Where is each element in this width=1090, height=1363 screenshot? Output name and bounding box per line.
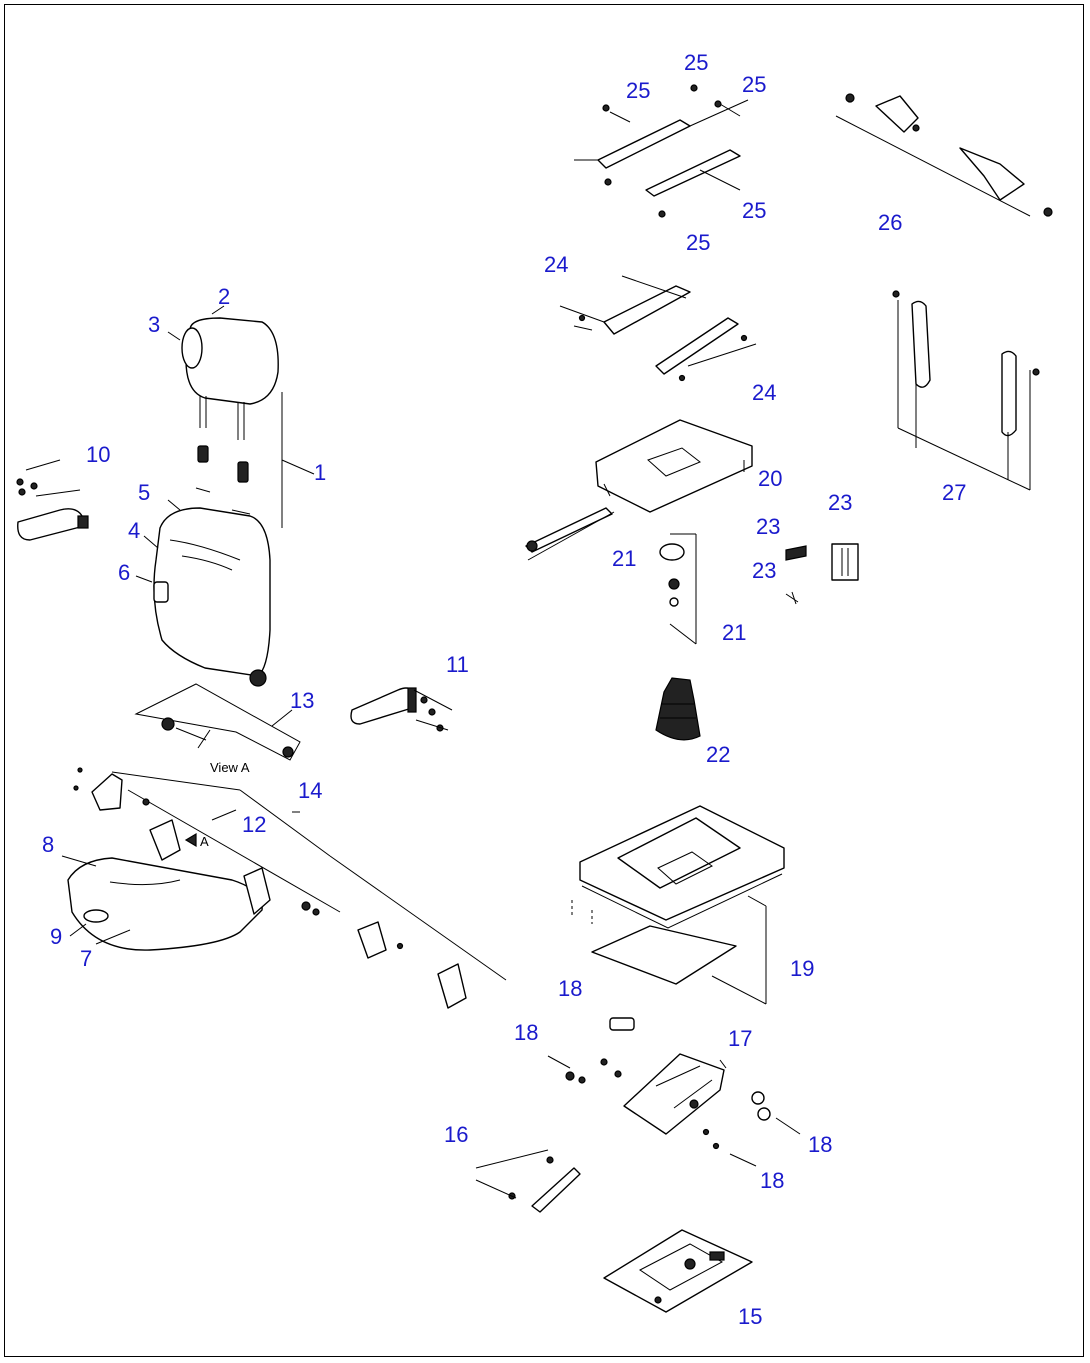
view-a-label: View A [210,760,250,775]
callout-16: 16 [444,1122,468,1147]
headrest [181,317,279,483]
bracket-view-a [134,683,301,761]
callout-9: 9 [50,924,62,949]
callout-numbers: 1 2 3 4 5 6 7 8 9 10 11 12 13 14 15 16 1… [42,50,966,1329]
callout-24-a: 24 [544,252,568,277]
callout-8: 8 [42,832,54,857]
callout-15: 15 [738,1304,762,1329]
callout-23-c: 23 [752,558,776,583]
height-adjuster [547,1017,801,1167]
callout-21-a: 21 [612,546,636,571]
backrest [153,487,271,687]
callout-27: 27 [942,480,966,505]
diagram-frame [4,4,1084,1357]
callout-25-c: 25 [742,72,766,97]
suspension-top-plate [595,419,753,513]
callout-18-a: 18 [558,976,582,1001]
callout-4: 4 [128,518,140,543]
callout-1: 1 [314,460,326,485]
callout-3: 3 [148,312,160,337]
seat-frame-rails [73,767,507,1009]
callout-19: 19 [790,956,814,981]
view-arrow-a: A [184,832,209,849]
callout-7: 7 [80,946,92,971]
spring-clips [785,543,859,605]
adjust-lever [525,507,615,561]
callout-18-d: 18 [760,1168,784,1193]
callout-2: 2 [218,284,230,309]
seat-base [603,1229,753,1313]
callout-24-b: 24 [752,380,776,405]
bellows [655,677,701,741]
callout-25-e: 25 [686,230,710,255]
arrow-a-label: A [200,834,209,849]
callout-26: 26 [878,210,902,235]
callout-25-a: 25 [684,50,708,75]
callout-17: 17 [728,1026,752,1051]
callout-18-b: 18 [514,1020,538,1045]
callout-6: 6 [118,560,130,585]
callout-13: 13 [290,688,314,713]
seatbelt [835,93,1053,217]
armrest-right [350,687,453,732]
callout-22: 22 [706,742,730,767]
callout-12: 12 [242,812,266,837]
callout-5: 5 [138,480,150,505]
damper [475,1149,581,1213]
callout-23-b: 23 [756,514,780,539]
armrest-left [16,459,89,541]
callout-25-d: 25 [742,198,766,223]
callout-20: 20 [758,466,782,491]
seat-cushion [67,857,263,951]
grab-handles [892,290,1040,491]
callout-25-b: 25 [626,78,650,103]
callout-18-c: 18 [808,1132,832,1157]
callout-23-a: 23 [828,490,852,515]
slide-rails [574,84,749,218]
callout-11: 11 [446,652,469,677]
callout-21-b: 21 [722,620,746,645]
callout-14: 14 [298,778,322,803]
callout-10: 10 [86,442,110,467]
adjust-knob [659,533,697,645]
suspension-frame [571,805,785,1005]
support-rails [559,275,757,382]
leader-lines [61,305,315,945]
